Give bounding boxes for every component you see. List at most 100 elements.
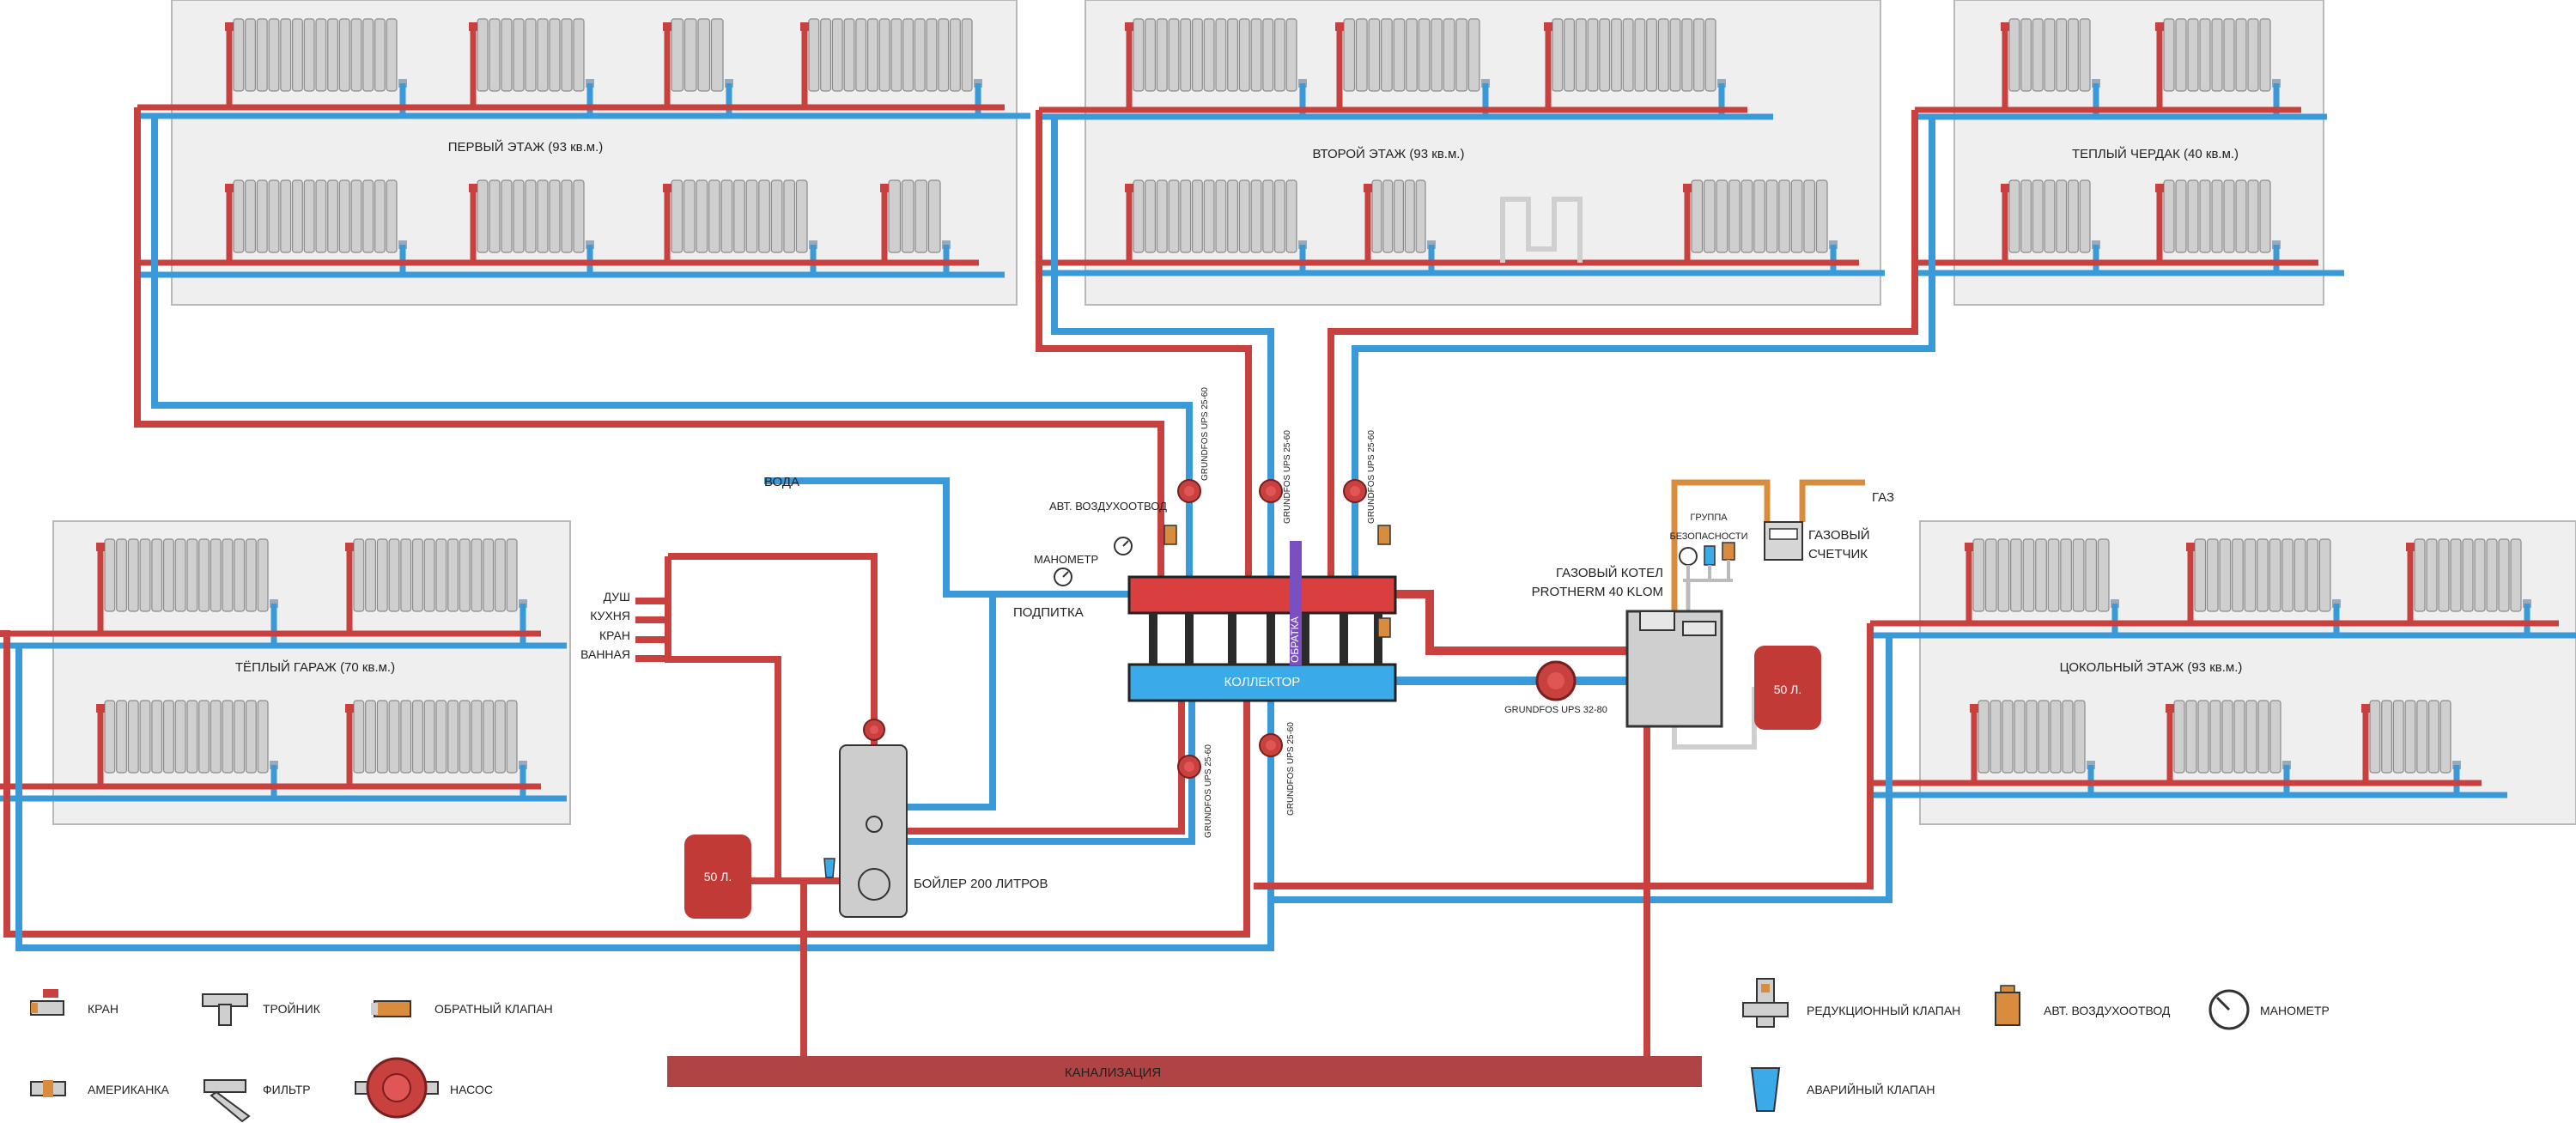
radiator-section	[280, 179, 292, 253]
radiator-section	[362, 18, 374, 92]
radiator-section	[338, 18, 350, 92]
radiator-supply	[2187, 543, 2195, 623]
radiator	[2186, 538, 2341, 612]
radiator-section	[683, 18, 697, 92]
radiator-section	[388, 538, 400, 612]
radiator-section	[127, 700, 139, 774]
radiator-section	[2079, 18, 2091, 92]
gas-pipe	[1671, 479, 1771, 611]
collector-return-bar	[1127, 663, 1397, 702]
radiator-section	[525, 179, 537, 253]
radiator-section	[1692, 18, 1704, 92]
radiator-section	[1343, 18, 1356, 92]
radiator-section	[104, 538, 116, 612]
radiator-section	[423, 700, 435, 774]
radiator-section	[2223, 18, 2235, 92]
radiator-section	[914, 18, 926, 92]
radiator-section	[1622, 18, 1634, 92]
radiator-section	[350, 179, 362, 253]
radiator-section	[400, 700, 412, 774]
radiator-section	[459, 538, 471, 612]
gas-meter-label-2: СЧЕТЧИК	[1808, 547, 1868, 562]
radiator-section	[1681, 18, 1693, 92]
radiator-section	[386, 179, 398, 253]
dhw-heat-return	[907, 701, 1195, 845]
radiator	[225, 179, 407, 253]
radiator-section	[2010, 538, 2022, 612]
radiator-section	[2002, 700, 2014, 774]
radiator-section	[961, 18, 973, 92]
radiator-section	[1168, 18, 1180, 92]
gas-meter-label-1: ГАЗОВЫЙ	[1808, 527, 1870, 543]
radiator-supply	[1971, 705, 1978, 783]
radiator-section	[1646, 18, 1658, 92]
radiator-section	[435, 700, 447, 774]
riser-attic-supply	[1327, 110, 1918, 577]
radiator-section	[1564, 18, 1576, 92]
radiator	[663, 179, 817, 253]
radiator-section	[423, 538, 435, 612]
radiator-section	[2194, 538, 2207, 612]
pump-legend-icon	[355, 1057, 439, 1119]
boiler-label-1: ГАЗОВЫЙ КОТЕЛ	[1556, 565, 1663, 580]
radiator-section	[2244, 538, 2257, 612]
radiator-section	[2498, 538, 2510, 612]
air-vent-label: АВТ. ВОЗДУХООТВОД	[1049, 500, 1167, 513]
outlet-label: КРАН	[599, 628, 630, 642]
radiator-section	[1156, 179, 1168, 253]
pipes	[0, 23, 2576, 1056]
pump-label: GRUNDFOS UPS 25-60	[1283, 430, 1292, 524]
radiator-section	[901, 179, 914, 253]
radiator-section	[1803, 179, 1816, 253]
radiator-section	[2047, 538, 2060, 612]
pump-label: GRUNDFOS UPS 25-60	[1286, 722, 1296, 816]
radiator-section	[2211, 179, 2223, 253]
tee-icon	[202, 993, 248, 1026]
radiator-section	[2074, 700, 2086, 774]
radiator-section	[2199, 179, 2211, 253]
radiator-supply	[664, 23, 671, 107]
radiator	[96, 700, 278, 774]
radiator-section	[489, 18, 501, 92]
radiator-section	[233, 18, 245, 92]
radiator-section	[186, 538, 198, 612]
radiator-section	[477, 179, 489, 253]
radiator-section	[1415, 179, 1426, 253]
radiator-section	[494, 700, 506, 774]
radiator-section	[234, 538, 246, 612]
radiator-section	[2211, 18, 2223, 92]
collector-supply-bar	[1127, 575, 1397, 615]
hot-water-out	[668, 553, 878, 745]
radiator-section	[2450, 538, 2462, 612]
legend-manometer: МАНОМЕТР	[2260, 1004, 2330, 1017]
gas-meter	[1764, 521, 1803, 561]
radiator-section	[494, 538, 506, 612]
radiator-section	[1703, 179, 1716, 253]
radiator-section	[2163, 18, 2175, 92]
radiator-supply	[470, 185, 477, 263]
radiator-section	[525, 18, 537, 92]
garage-supply	[0, 630, 1250, 938]
radiator-section	[1431, 18, 1443, 92]
radiator-supply	[1965, 543, 1973, 623]
radiator-section	[1180, 179, 1192, 253]
pump-icon	[863, 719, 885, 741]
equipment	[667, 479, 1821, 1087]
radiator-section	[758, 179, 770, 253]
gas-meter-display	[1769, 528, 1798, 540]
towel-radiator	[1500, 197, 1583, 263]
manometer-label: МАНОМЕТР	[1034, 553, 1098, 566]
radiator-section	[795, 179, 808, 253]
radiator-section	[2510, 538, 2522, 612]
radiator	[1683, 179, 1838, 253]
radiator-section	[1765, 179, 1778, 253]
radiator-section	[501, 18, 513, 92]
radiator-section	[2175, 179, 2187, 253]
radiator-section	[233, 179, 245, 253]
radiator-section	[2221, 700, 2233, 774]
gas-label: ГАЗ	[1872, 490, 1894, 505]
radiator-section	[2223, 179, 2235, 253]
radiator-section	[127, 538, 139, 612]
radiator-section	[697, 18, 711, 92]
legend-emergency: АВАРИЙНЫЙ КЛАПАН	[1807, 1082, 1935, 1096]
